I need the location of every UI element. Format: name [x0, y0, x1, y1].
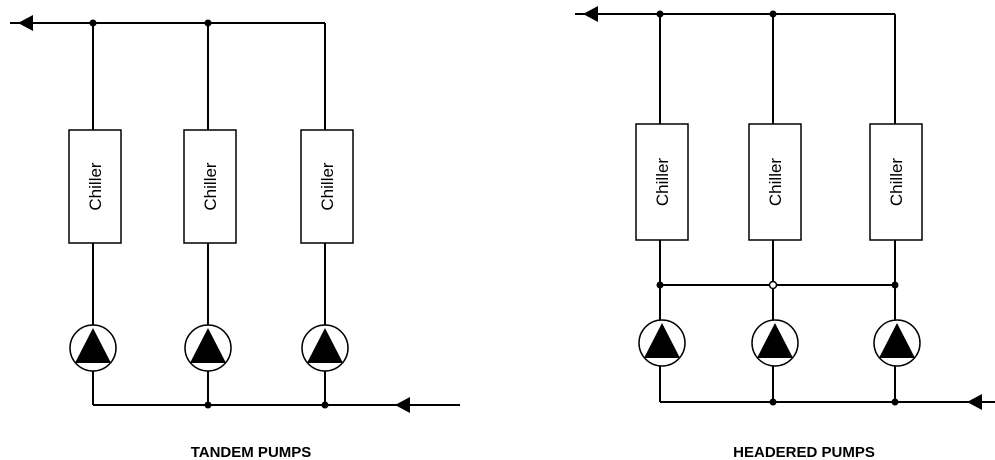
chiller-label: Chiller	[318, 162, 337, 211]
chiller-label: Chiller	[653, 158, 672, 207]
chiller-label: Chiller	[201, 162, 220, 211]
pump-icon	[69, 324, 117, 372]
tandem-pumps-caption: TANDEM PUMPS	[191, 444, 312, 460]
headered-junction	[656, 281, 664, 289]
chiller: Chiller	[183, 129, 237, 244]
chiller: Chiller	[68, 129, 122, 244]
headered-pumps-caption: HEADERED PUMPS	[733, 444, 875, 460]
headered-junction	[769, 398, 777, 406]
headered-pumps-diagram: Chiller Chiller Chiller HEADERED PUMPS	[575, 6, 995, 460]
headered-junction	[891, 398, 899, 406]
pump-icon	[301, 324, 349, 372]
tandem-junction	[204, 401, 212, 409]
pump-icon	[873, 319, 921, 367]
pump-icon	[638, 319, 686, 367]
tandem-pumps-diagram: Chiller Chiller Chiller TANDEM PUMPS	[10, 15, 460, 460]
chiller-label: Chiller	[887, 158, 906, 207]
tandem-outlet-arrow	[18, 15, 33, 31]
pump-icon	[751, 319, 799, 367]
headered-inlet-arrow	[967, 394, 982, 410]
chiller: Chiller	[635, 123, 689, 241]
tandem-junction	[321, 401, 329, 409]
headered-junction	[891, 281, 899, 289]
chiller-label: Chiller	[86, 162, 105, 211]
chiller: Chiller	[869, 123, 923, 241]
chiller: Chiller	[748, 123, 802, 241]
pump-icon	[184, 324, 232, 372]
tandem-inlet-arrow	[395, 397, 410, 413]
chiller: Chiller	[300, 129, 354, 244]
chiller-label: Chiller	[766, 158, 785, 207]
headered-outlet-arrow	[583, 6, 598, 22]
headered-junction	[768, 280, 778, 290]
